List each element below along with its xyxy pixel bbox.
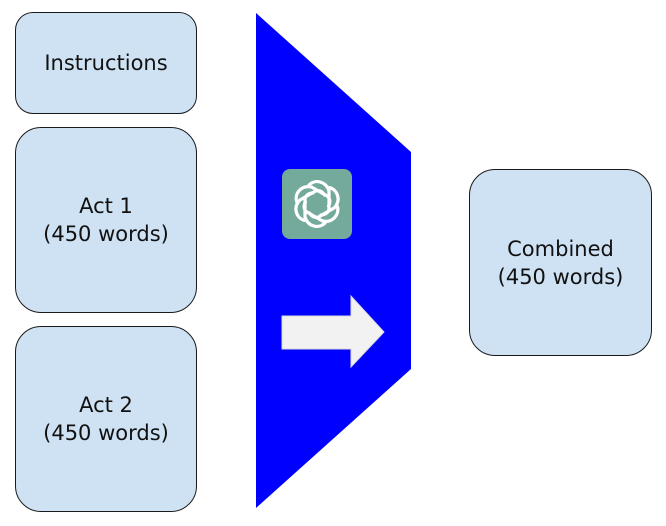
combined-title: Combined xyxy=(507,236,614,261)
act-2-box: Act 2 (450 words) xyxy=(15,326,197,512)
act-2-title: Act 2 xyxy=(79,393,133,417)
right-arrow-icon xyxy=(281,294,385,369)
combined-word-count: (450 words) xyxy=(497,264,624,289)
act-1-title: Act 1 xyxy=(79,194,133,218)
combined-box: Combined (450 words) xyxy=(469,169,652,356)
instructions-box: Instructions xyxy=(15,12,197,114)
act-2-word-count: (450 words) xyxy=(43,421,169,445)
act-1-word-count: (450 words) xyxy=(43,222,169,246)
act-1-box: Act 1 (450 words) xyxy=(15,127,197,313)
openai-logo-icon xyxy=(282,169,352,239)
funnel-shape xyxy=(256,13,411,508)
instructions-label: Instructions xyxy=(44,51,168,75)
